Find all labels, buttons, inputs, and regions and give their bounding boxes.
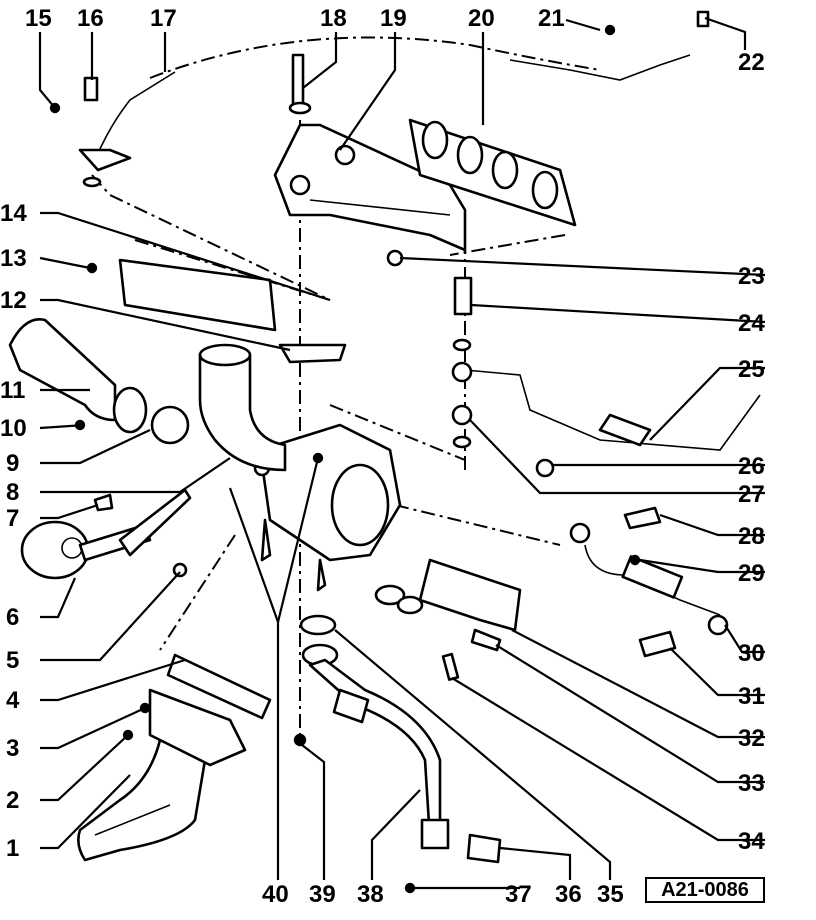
callout-19: 19 [380,5,407,32]
flange-gasket [166,653,272,720]
figure-reference-text: A21-0086 [661,878,749,901]
callout-33: 33 [738,770,765,797]
wastegate-actuator [20,520,90,580]
callout-34: 34 [738,828,765,855]
callout-1: 1 [6,835,19,862]
callout-27: 27 [738,481,765,508]
callout-8: 8 [6,479,19,506]
support-bracket [418,558,522,632]
callout-35: 35 [597,881,624,908]
pipe-flange [148,688,247,767]
front-exhaust-pipe [77,738,207,862]
callout-11: 11 [0,377,25,404]
callout-16: 16 [77,5,104,32]
callout-3: 3 [6,735,19,762]
callout-23: 23 [738,263,765,290]
callout-21: 21 [538,5,565,32]
callout-4: 4 [6,687,20,714]
callout-31: 31 [738,683,765,710]
callout-28: 28 [738,523,765,550]
intake-hose-elbow [8,318,117,422]
callout-10: 10 [0,415,27,442]
callout-40: 40 [262,881,289,908]
callout-30: 30 [738,640,765,667]
exhaust-manifold [273,123,467,252]
callout-20: 20 [468,5,495,32]
oil-return-pipe [308,658,442,847]
callout-36: 36 [555,881,582,908]
callout-13: 13 [0,245,27,272]
callout-labels: 1 2 3 4 5 6 7 8 9 10 11 12 13 14 15 16 1… [0,5,765,908]
heat-shield [118,258,277,332]
callout-38: 38 [357,881,384,908]
figure-reference-code: A21-0086 [645,877,765,903]
callout-22: 22 [738,49,765,76]
callout-29: 29 [738,560,765,587]
callout-26: 26 [738,453,765,480]
manifold-gasket-small [278,343,347,364]
callout-9: 9 [6,450,19,477]
callout-2: 2 [6,787,19,814]
callout-14: 14 [0,200,27,227]
callout-32: 32 [738,725,765,752]
callout-17: 17 [150,5,177,32]
callout-24: 24 [738,310,765,337]
callout-6: 6 [6,604,19,631]
callout-25: 25 [738,356,765,383]
callout-15: 15 [25,5,52,32]
callout-7: 7 [6,505,19,532]
parts-artwork [8,10,761,894]
o-ring [150,405,190,445]
leader-lines [38,16,766,890]
callout-5: 5 [6,647,19,674]
turbo-inlet-elbow [198,348,287,472]
callout-12: 12 [0,287,27,314]
callout-18: 18 [320,5,347,32]
callout-39: 39 [309,881,336,908]
callout-37: 37 [505,881,532,908]
